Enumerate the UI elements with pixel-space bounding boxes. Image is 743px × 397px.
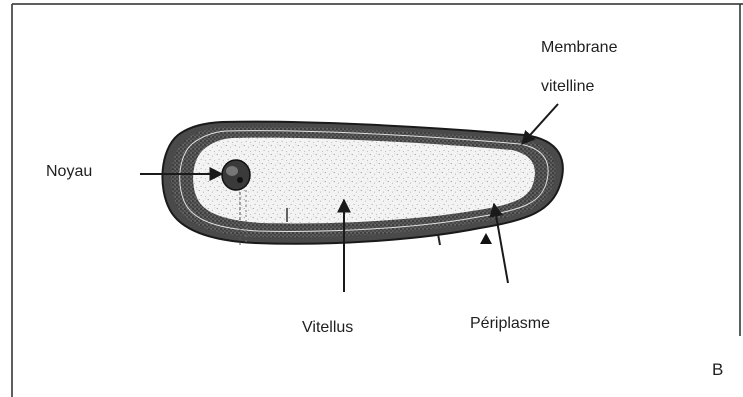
label-noyau: Noyau bbox=[46, 162, 92, 182]
label-vitellus: Vitellus bbox=[302, 318, 353, 338]
small-mark bbox=[438, 234, 440, 245]
panel-letter: B bbox=[712, 360, 723, 380]
egg-body bbox=[162, 122, 562, 246]
label-membrane-line1: Membrane bbox=[541, 38, 617, 58]
small-triangle bbox=[480, 233, 492, 244]
label-membrane-line2: vitelline bbox=[541, 77, 594, 97]
label-periplasme: Périplasme bbox=[470, 314, 550, 334]
nucleus bbox=[222, 160, 250, 190]
